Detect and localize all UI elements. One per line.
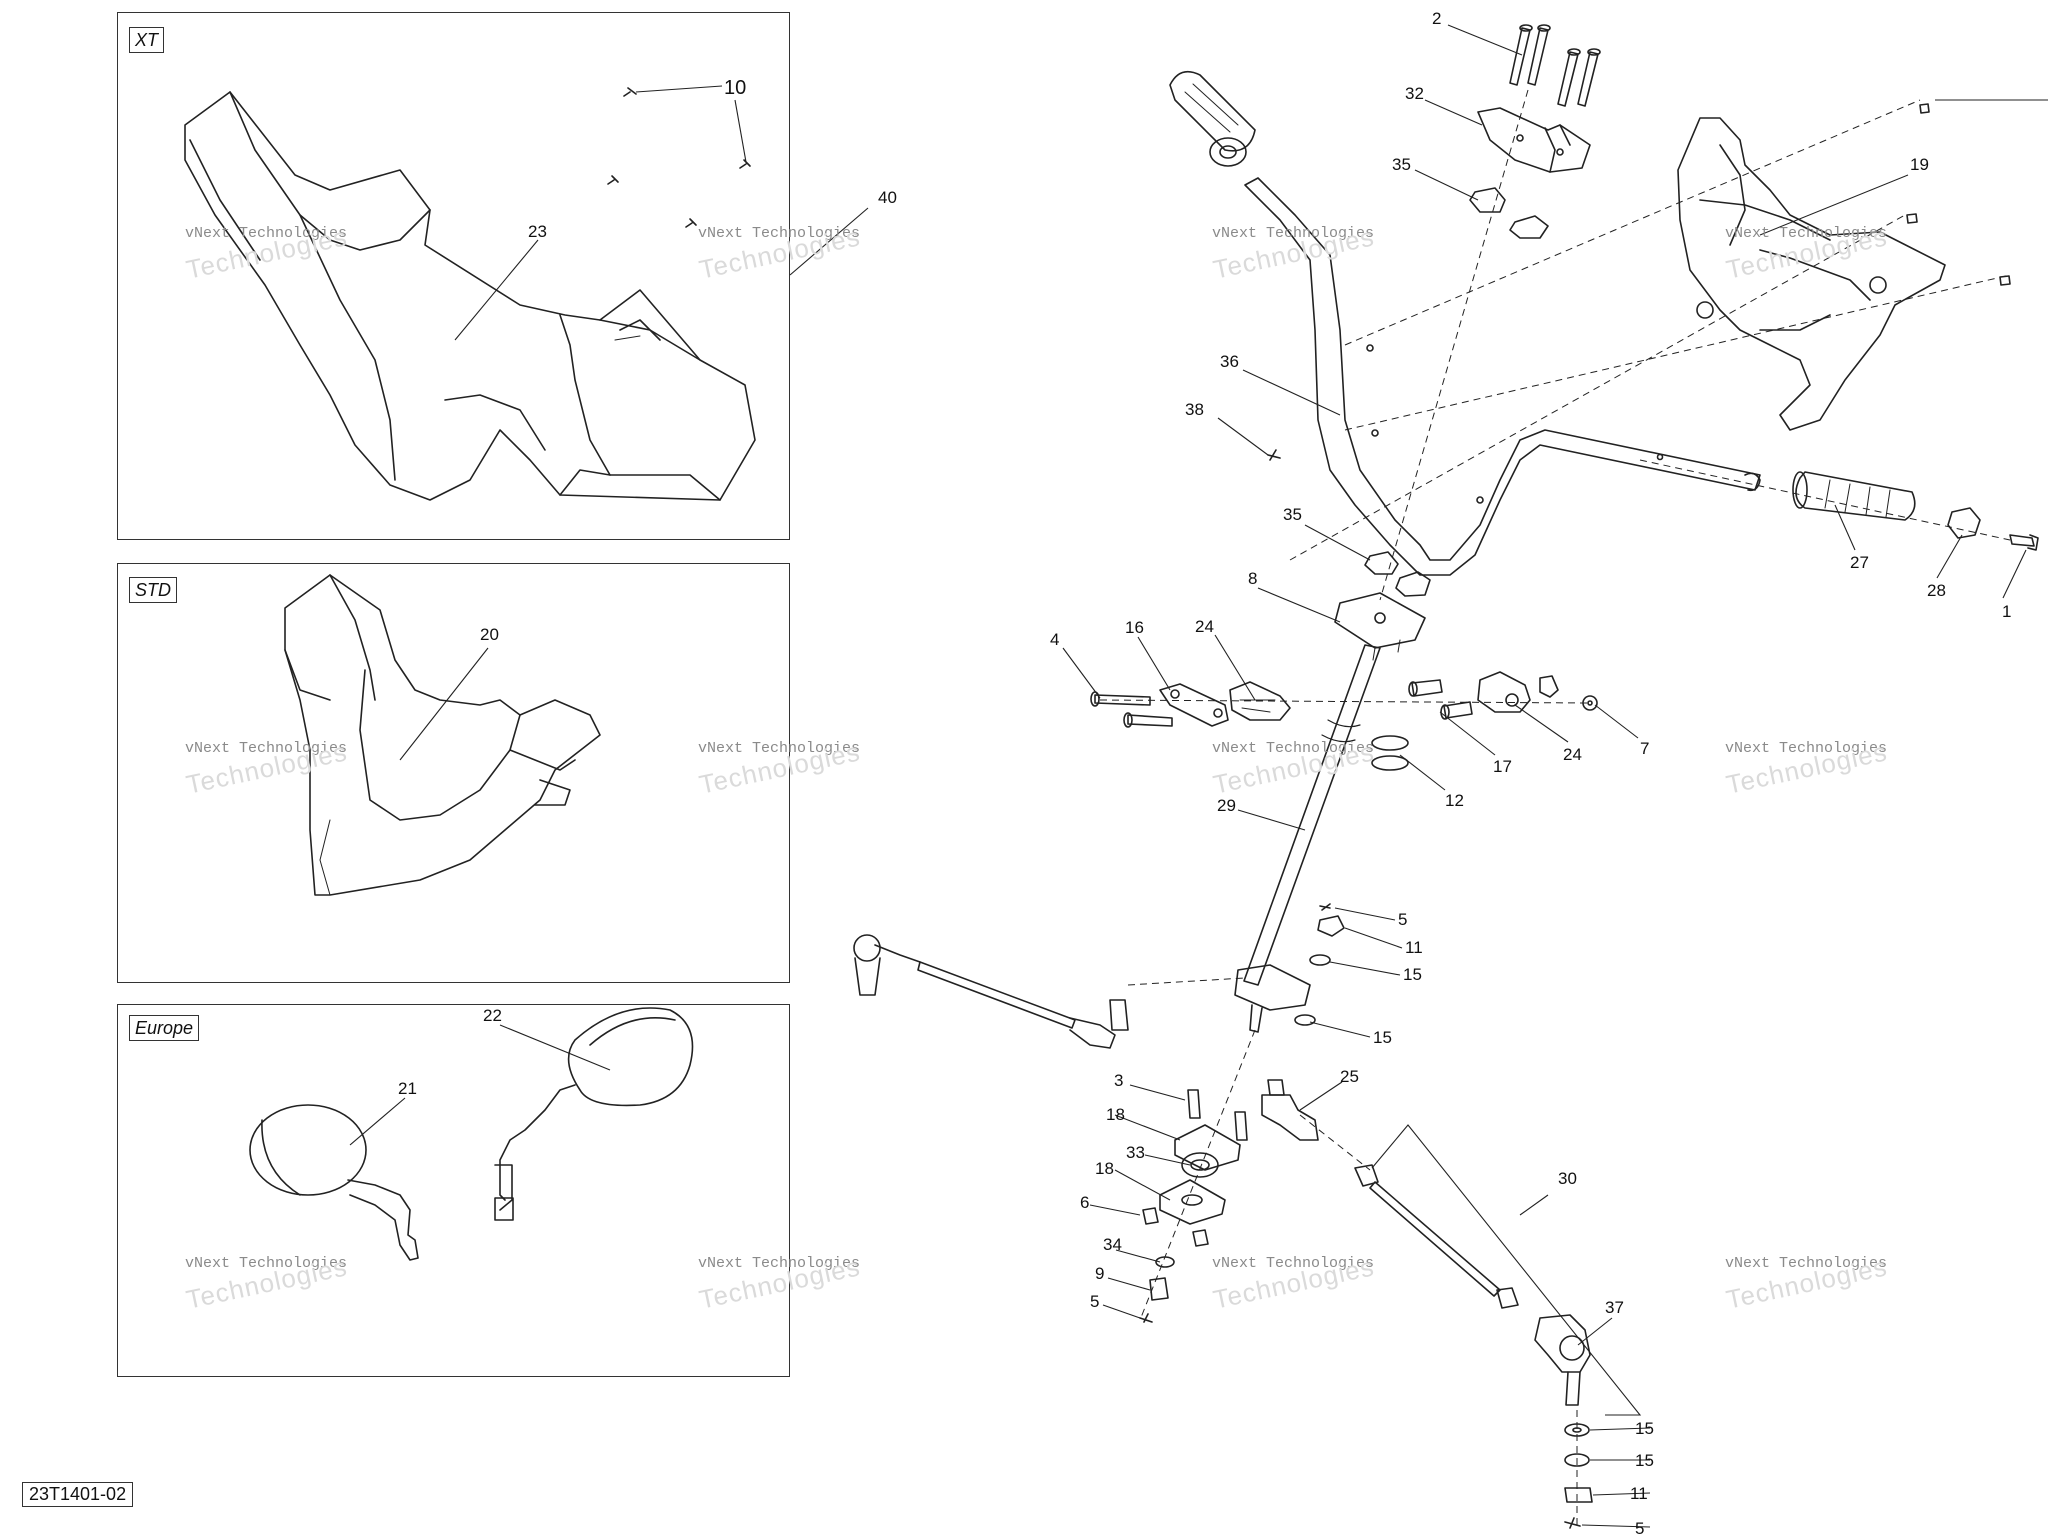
callout-40: 40 — [878, 188, 897, 207]
callout-35-top: 35 — [1392, 155, 1411, 174]
alignment-lines — [1099, 89, 2011, 1528]
callout-18-b: 18 — [1095, 1159, 1114, 1178]
callout-20: 20 — [480, 625, 499, 644]
callout-5-lower: 5 — [1090, 1292, 1099, 1311]
callout-35-lower: 35 — [1283, 505, 1302, 524]
bolts-top — [1509, 24, 1601, 107]
callout-15-d: 15 — [1635, 1451, 1654, 1470]
callout-8: 8 — [1248, 569, 1257, 588]
mirror-right — [494, 1007, 694, 1221]
inset-std-box — [117, 563, 790, 983]
callout-4: 4 — [1050, 630, 1059, 649]
callout-15-c: 15 — [1635, 1419, 1654, 1438]
screw-1 — [2009, 534, 2039, 551]
xt-screws — [607, 87, 751, 228]
tie-rod-left — [853, 934, 1129, 1049]
callout-10: 10 — [724, 77, 746, 99]
callout-1: 1 — [2002, 602, 2011, 621]
bearing-stack — [1159, 1124, 1241, 1225]
bracket-32 — [1477, 107, 1591, 173]
spacers-17 — [1408, 679, 1473, 720]
std-handlebar-cover — [284, 574, 601, 896]
mirror-left — [249, 1104, 419, 1261]
callout-3: 3 — [1114, 1071, 1123, 1090]
callout-7: 7 — [1640, 739, 1649, 758]
callout-30: 30 — [1558, 1169, 1577, 1188]
inset-tag-europe: Europe — [129, 1015, 200, 1041]
callout-38: 38 — [1185, 400, 1204, 419]
callout-15-b: 15 — [1373, 1028, 1392, 1047]
inset-tag-std: STD — [129, 577, 177, 603]
clamp-24-right — [1477, 671, 1559, 713]
callout-16: 16 — [1125, 618, 1144, 637]
clamp-24-left — [1229, 681, 1291, 721]
inset-tag-xt: XT — [129, 27, 165, 53]
callout-27: 27 — [1850, 553, 1869, 572]
callout-9: 9 — [1095, 1264, 1104, 1283]
steering-column — [1234, 644, 1381, 1033]
inset-europe-box — [117, 1004, 790, 1377]
bolt-4 — [1090, 691, 1173, 728]
hand-guard-19 — [1677, 117, 1946, 431]
callout-18-a: 18 — [1106, 1105, 1125, 1124]
callout-37: 37 — [1605, 1298, 1624, 1317]
xt-handlebar-cover — [184, 91, 756, 501]
callout-33: 33 — [1126, 1143, 1145, 1162]
end-cap-28 — [1947, 507, 1981, 539]
callout-23: 23 — [528, 222, 547, 241]
callout-11-lower: 11 — [1630, 1484, 1648, 1503]
callout-6: 6 — [1080, 1193, 1089, 1212]
grip-right — [1792, 471, 1916, 521]
callout-11-upper: 11 — [1405, 938, 1423, 957]
callout-28: 28 — [1927, 581, 1946, 600]
callout-19: 19 — [1910, 155, 1929, 174]
tie-rod-right — [1354, 1164, 1591, 1406]
callout-24-left: 24 — [1195, 617, 1214, 636]
callout-17: 17 — [1493, 757, 1512, 776]
callout-24-right: 24 — [1563, 745, 1582, 764]
diagram-code-label: 23T1401-02 — [22, 1482, 134, 1507]
bottom-stack — [1564, 1423, 1593, 1529]
callout-21: 21 — [398, 1079, 417, 1098]
callout-25: 25 — [1340, 1067, 1359, 1086]
callouts: 10 40 23 20 22 21 2 32 35 19 36 38 35 27… — [398, 9, 2011, 1536]
handguard-screws — [1267, 103, 2011, 461]
callout-12: 12 — [1445, 791, 1464, 810]
callout-34: 34 — [1103, 1235, 1122, 1254]
handlebar-tube — [1244, 177, 1761, 576]
leader-lines — [349, 24, 2048, 1528]
right-small-parts — [1294, 903, 1345, 1026]
callout-5-upper: 5 — [1398, 910, 1407, 929]
callout-36: 36 — [1220, 352, 1239, 371]
callout-5-bottom: 5 — [1635, 1519, 1644, 1536]
orings-12 — [1371, 735, 1409, 771]
small-nuts — [1139, 1089, 1248, 1323]
callout-2: 2 — [1432, 9, 1441, 28]
callout-32: 32 — [1405, 84, 1424, 103]
grip-left — [1169, 70, 1256, 167]
link-16 — [1159, 683, 1229, 727]
callout-29: 29 — [1217, 796, 1236, 815]
callout-22: 22 — [483, 1006, 502, 1025]
clamp-35-top — [1469, 187, 1549, 239]
clamp-35-lower — [1364, 551, 1431, 597]
inset-xt-box — [117, 12, 790, 540]
callout-15-a: 15 — [1403, 965, 1422, 984]
ball-joint-25 — [1261, 1079, 1319, 1141]
column-top-plate — [1334, 592, 1426, 661]
